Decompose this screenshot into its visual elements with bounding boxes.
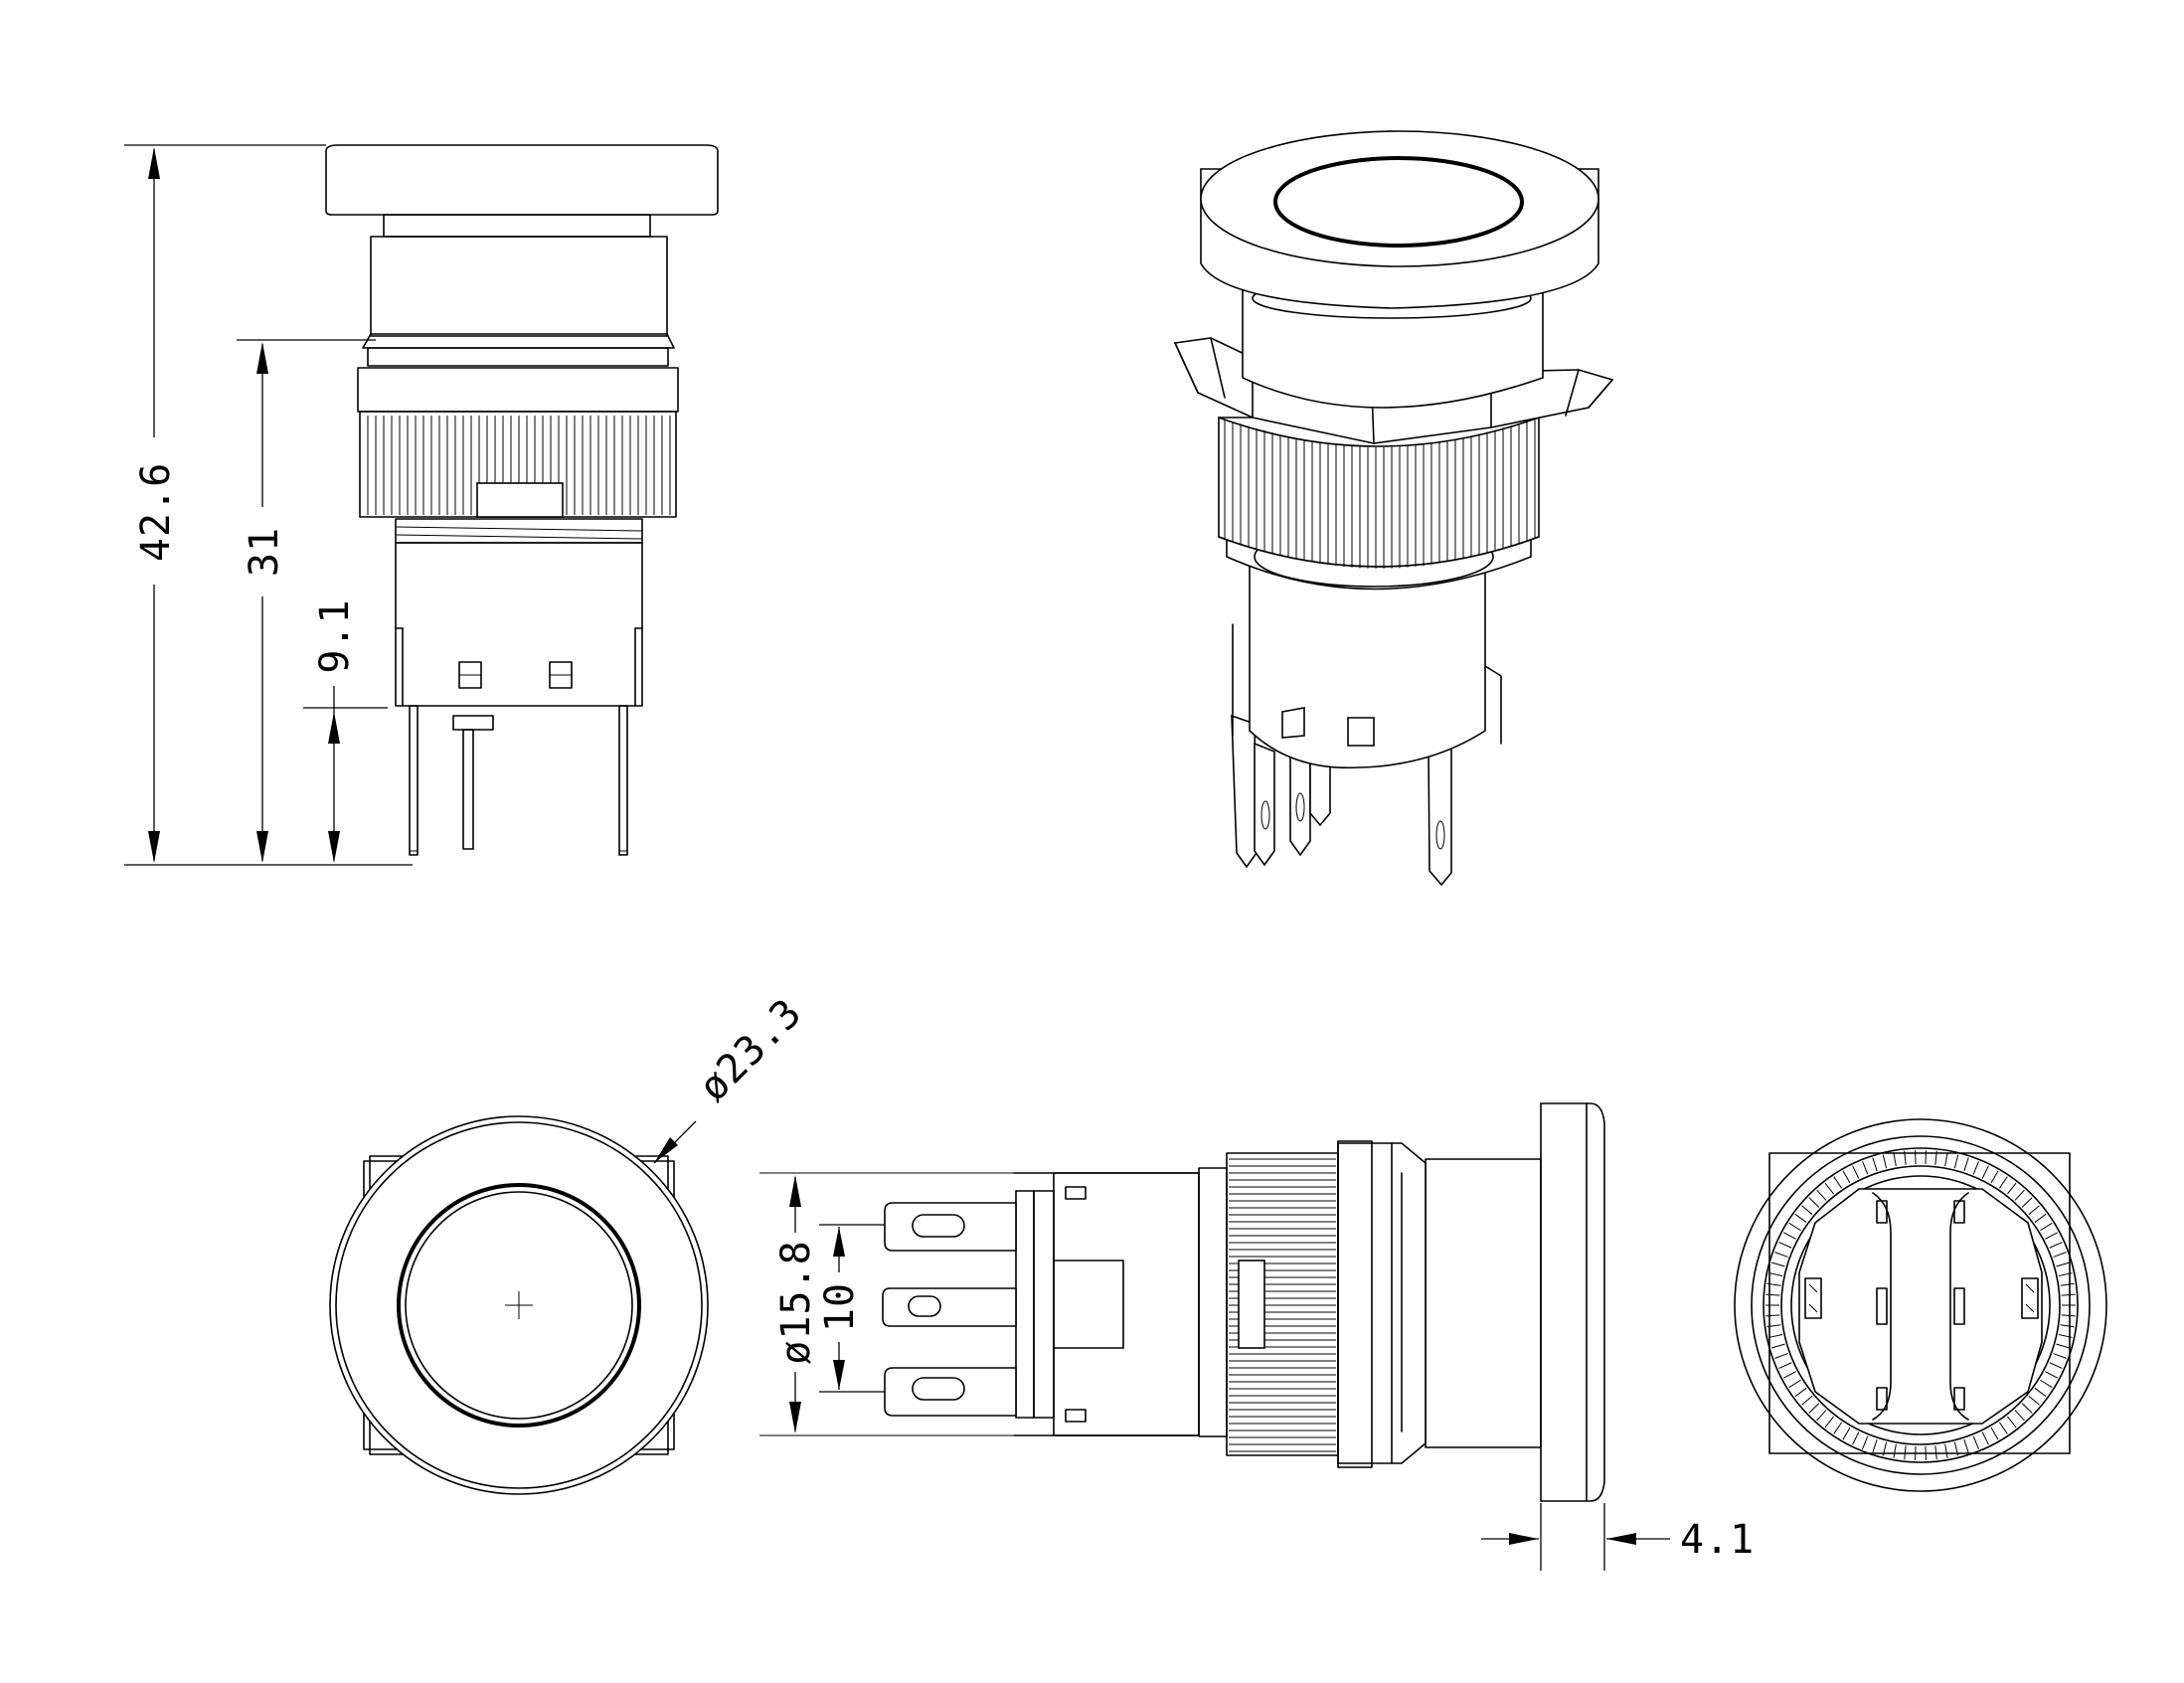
side-dimensions: ø15.8 10 4.1 (773, 1175, 1755, 1571)
terminal-length-label: 9.1 (312, 598, 358, 673)
rear-knurl-teeth (1765, 1150, 2076, 1460)
body-height-label: 31 (242, 527, 287, 577)
isometric-knurl-lines (1224, 419, 1536, 569)
cap-face-view: ø23.3 (329, 990, 811, 1495)
rear-view (1734, 1118, 2107, 1492)
isometric-view (1173, 130, 1614, 887)
total-height-label: 42.6 (133, 462, 179, 562)
front-dimensions: 42.6 31 9.1 (124, 144, 413, 866)
side-view (759, 1102, 1605, 1502)
front-elevation-view (325, 144, 719, 856)
cap-thickness-label: 4.1 (1680, 1517, 1755, 1563)
cap-diameter-label: ø23.3 (691, 990, 811, 1110)
terminal-spacing-label: 10 (817, 1282, 863, 1332)
front-knurl-lines (367, 416, 671, 515)
thread-diameter-label: ø15.8 (773, 1240, 819, 1364)
